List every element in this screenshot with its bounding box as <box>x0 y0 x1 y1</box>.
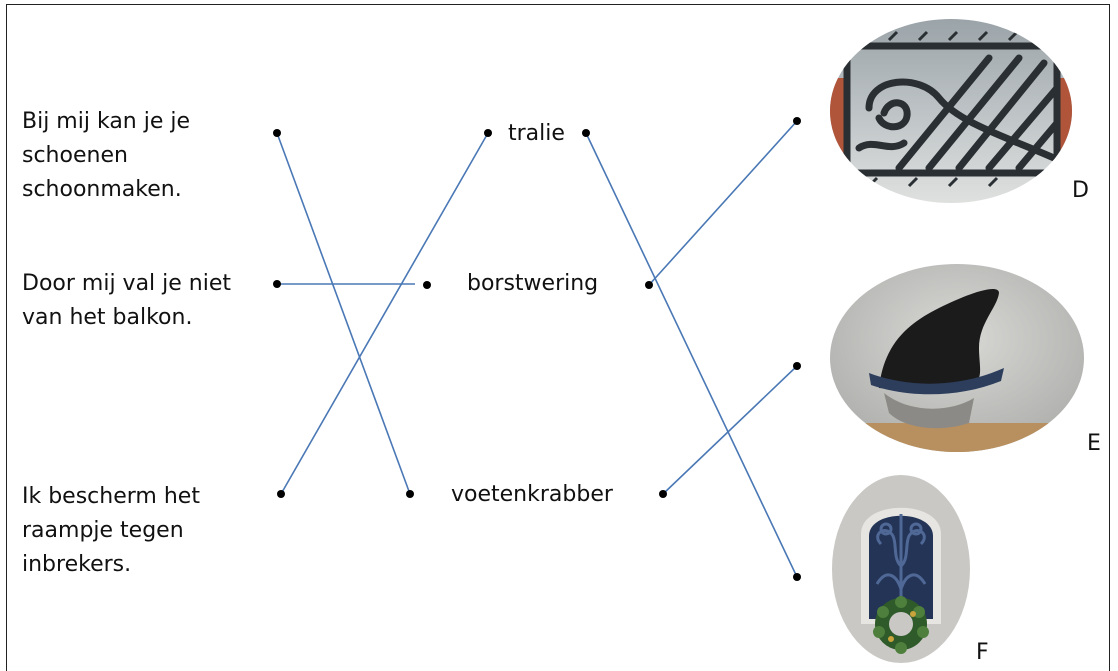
word-voetenkrabber: voetenkrabber <box>451 482 613 507</box>
line-borstwering-picture-d <box>648 120 798 286</box>
dot-sentence-3[interactable] <box>277 490 285 498</box>
worksheet-border <box>6 4 1110 671</box>
sentence-2: Door mij val je niet van het balkon. <box>22 267 231 335</box>
dot-sentence-2[interactable] <box>273 280 281 288</box>
sentence-1: Bij mij kan je je schoenen schoonmaken. <box>22 105 190 207</box>
line-tralie-picture-f <box>585 132 798 578</box>
dot-picture-e[interactable] <box>793 362 801 370</box>
line-voetenkrabber-picture-e <box>662 365 798 495</box>
picture-d-letter: D <box>1072 178 1089 203</box>
sentence-1-line-1: Bij mij kan je je <box>22 109 191 134</box>
line-sentence1-voetenkrabber <box>276 132 411 495</box>
sentence-3-line-1: Ik bescherm het <box>22 484 200 509</box>
iron-railing-photo <box>830 19 1072 203</box>
dot-word-voetenkrabber-left[interactable] <box>406 490 414 498</box>
dot-word-borstwering-right[interactable] <box>645 281 653 289</box>
sentence-3: Ik bescherm het raampje tegen inbrekers. <box>22 480 200 582</box>
picture-e-letter: E <box>1087 431 1101 456</box>
dot-picture-d[interactable] <box>793 117 801 125</box>
word-tralie: tralie <box>508 121 565 146</box>
foot-scraper-photo <box>830 264 1084 452</box>
line-sentence3-tralie <box>280 132 489 495</box>
dot-word-tralie-left[interactable] <box>484 129 492 137</box>
dot-picture-f[interactable] <box>793 573 801 581</box>
dot-word-borstwering-left[interactable] <box>423 281 431 289</box>
dot-word-tralie-right[interactable] <box>582 129 590 137</box>
sentence-2-line-2: van het balkon. <box>22 305 193 330</box>
sentence-1-line-2: schoenen <box>22 143 128 168</box>
sentence-3-line-3: inbrekers. <box>22 552 132 577</box>
sentence-1-line-3: schoonmaken. <box>22 177 182 202</box>
barred-window-photo <box>832 475 970 663</box>
sentence-2-line-1: Door mij val je niet <box>22 271 232 296</box>
dot-word-voetenkrabber-right[interactable] <box>659 490 667 498</box>
picture-f-letter: F <box>976 640 989 665</box>
sentence-3-line-2: raampje tegen <box>22 518 184 543</box>
dot-sentence-1[interactable] <box>273 129 281 137</box>
word-borstwering: borstwering <box>467 271 599 296</box>
